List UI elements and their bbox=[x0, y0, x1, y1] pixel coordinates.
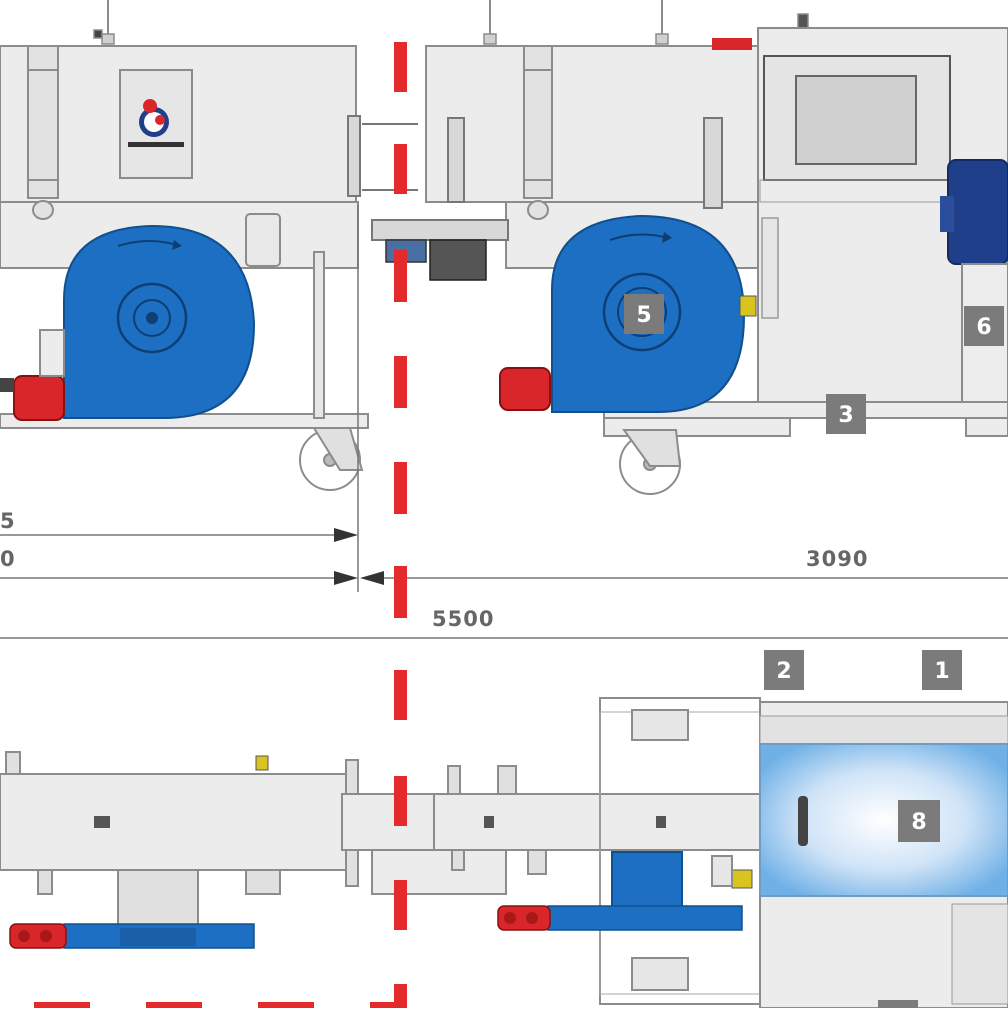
plan-view: 2 1 8 bbox=[0, 650, 1008, 1009]
dimension-partial-lower: 0 bbox=[0, 547, 16, 571]
badge-5: 5 bbox=[624, 294, 664, 334]
drive-motor bbox=[947, 159, 1008, 265]
badge-8: 8 bbox=[898, 800, 940, 842]
nozzle-right bbox=[499, 367, 551, 411]
plan-duct-left bbox=[9, 923, 255, 949]
vertical-ducts bbox=[27, 45, 553, 220]
svg-text:5: 5 bbox=[636, 303, 651, 328]
svg-text:8: 8 bbox=[911, 810, 926, 835]
svg-text:6: 6 bbox=[976, 315, 991, 340]
svg-text:1: 1 bbox=[934, 659, 949, 684]
caster-wheels bbox=[299, 427, 682, 495]
company-logo-icon bbox=[128, 99, 184, 147]
blower-fan-left bbox=[63, 224, 256, 419]
badge-6: 6 bbox=[964, 306, 1004, 346]
dimension-total: 5500 bbox=[432, 607, 494, 631]
side-view: 5 0 3090 5500 5 6 3 bbox=[0, 0, 1008, 639]
hanger-rods bbox=[107, 0, 663, 38]
nozzle-left bbox=[0, 329, 65, 421]
illuminated-chamber bbox=[759, 743, 1008, 897]
dimension-lines bbox=[0, 205, 1008, 639]
svg-text:2: 2 bbox=[776, 659, 791, 684]
section-divider-line bbox=[394, 42, 407, 1008]
bottom-dashes bbox=[34, 1002, 396, 1008]
badge-1: 1 bbox=[922, 650, 962, 690]
svg-text:3: 3 bbox=[838, 403, 853, 428]
dimension-partial-upper: 5 bbox=[0, 509, 16, 533]
badge-2: 2 bbox=[764, 650, 804, 690]
dimension-right-section: 3090 bbox=[806, 547, 868, 571]
badge-3: 3 bbox=[826, 394, 866, 434]
display-screen bbox=[795, 75, 917, 165]
plan-duct-right bbox=[497, 905, 743, 931]
